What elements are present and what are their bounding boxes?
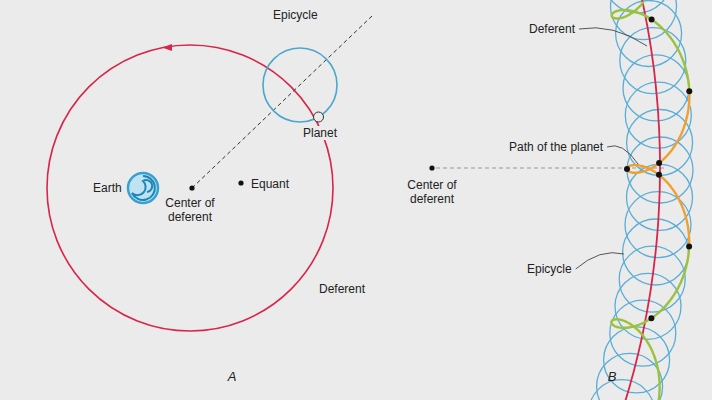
deferent-label: Deferent bbox=[528, 22, 576, 36]
earth-label: Earth bbox=[92, 181, 123, 195]
leader-line bbox=[579, 28, 647, 46]
panel-letter: A bbox=[227, 370, 238, 384]
dashed-radius bbox=[192, 16, 372, 188]
earth-disc bbox=[128, 173, 158, 203]
center-label: Center of deferent bbox=[164, 196, 216, 224]
epicycle-circle bbox=[263, 48, 337, 122]
center-dot bbox=[429, 165, 434, 170]
earth-symbol bbox=[128, 173, 158, 203]
direction-arrow bbox=[162, 44, 172, 51]
epicycle-circle bbox=[597, 353, 663, 400]
planet-path bbox=[611, 247, 689, 400]
planet-label: Planet bbox=[302, 126, 338, 140]
equant-dot bbox=[238, 180, 243, 185]
path-label: Path of the planet bbox=[508, 140, 604, 154]
deferent-label: Deferent bbox=[318, 282, 366, 296]
planet-position bbox=[686, 244, 692, 250]
epicycle-circle bbox=[589, 380, 655, 400]
panel-letter: B bbox=[607, 370, 618, 384]
planet-position bbox=[686, 88, 692, 94]
planet-symbol bbox=[314, 112, 324, 122]
planet-path bbox=[612, 2, 690, 91]
center-dot bbox=[189, 185, 194, 190]
planet-position bbox=[624, 166, 630, 172]
epicycle-label: Epicycle bbox=[526, 262, 573, 276]
leader-line bbox=[607, 146, 638, 164]
retrograde-loop bbox=[627, 91, 689, 246]
deferent-arc bbox=[616, 0, 660, 400]
deferent-circle bbox=[47, 45, 333, 331]
epicycle-label: Epicycle bbox=[272, 8, 319, 22]
leader-line bbox=[576, 253, 624, 269]
epicycle-sequence bbox=[589, 0, 693, 400]
earth-swirl bbox=[132, 176, 155, 200]
planet-position bbox=[656, 160, 662, 166]
equant-label: Equant bbox=[250, 177, 290, 191]
center-label: Center of deferent bbox=[406, 178, 458, 206]
planet-position bbox=[656, 172, 662, 178]
planet-position bbox=[648, 315, 654, 321]
planet-position bbox=[649, 17, 655, 23]
